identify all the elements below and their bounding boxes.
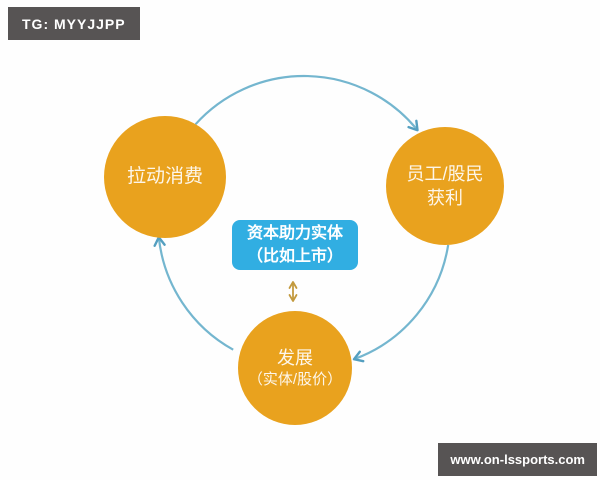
arc-left-to-right-top [194,74,419,132]
node-development: 发展 （实体/股价） [238,311,352,425]
node-label: 获利 [427,188,463,208]
capital-helps-entity-box: 资本助力实体 （比如上市） [232,220,358,270]
node-label: 拉动消费 [126,166,203,188]
node-label: （实体/股价） [247,371,343,389]
node-label: 发展 [277,347,313,368]
center-box-line: （比如上市） [246,248,343,265]
node-label: 员工/股民 [406,163,484,184]
website-watermark-badge: www.on-lssports.com [438,443,597,476]
arc-right-to-bottom [352,244,450,363]
center-box-line: 资本助力实体 [246,224,343,242]
telegram-watermark-text: TG: MYYJJPP [22,15,126,32]
website-watermark-text: www.on-lssports.com [450,452,585,467]
node-employees-shareholders-profit: 员工/股民 获利 [386,127,504,245]
node-stimulate-consumption: 拉动消费 [104,116,226,238]
arc-bottom-to-left [153,236,234,351]
telegram-watermark-badge: TG: MYYJJPP [8,7,140,40]
